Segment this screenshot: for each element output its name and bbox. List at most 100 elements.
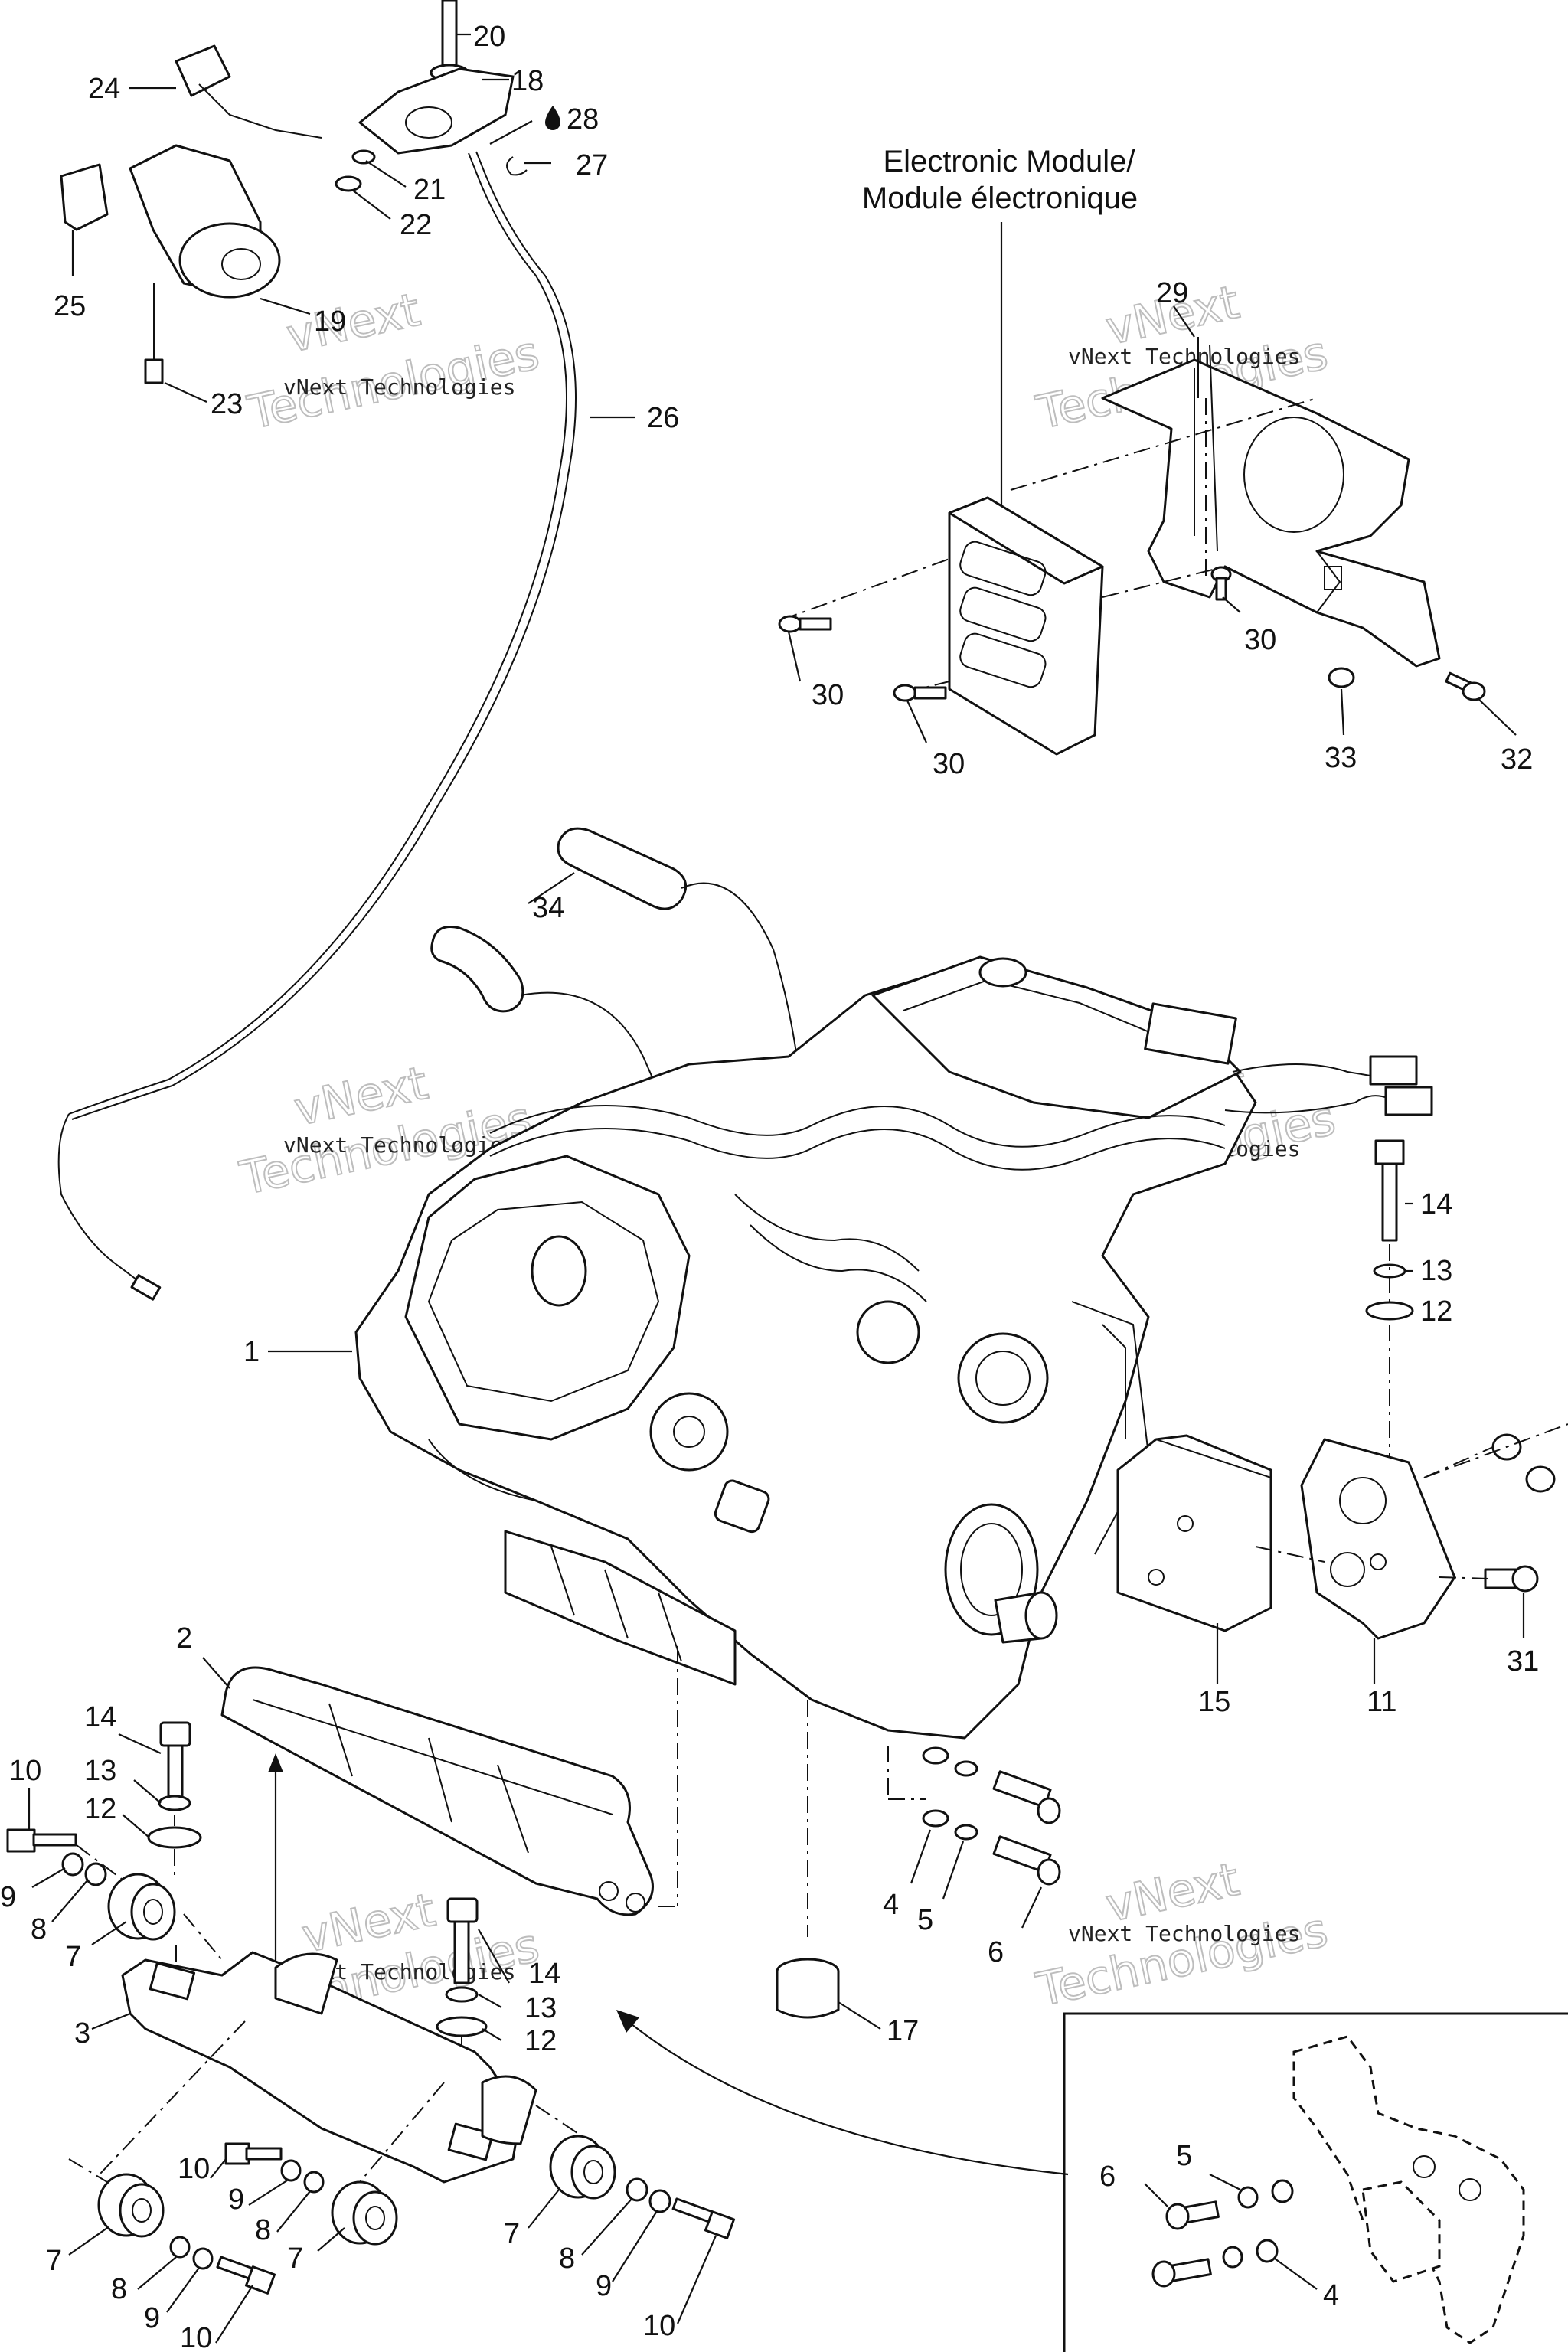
screw-30-right — [1210, 566, 1232, 601]
callout-labels: 20 18 28 27 21 22 24 25 19 23 26 29 30 3… — [0, 21, 1539, 2352]
callout-9-left: 9 — [0, 1881, 16, 1913]
callout-19: 19 — [314, 305, 346, 338]
svg-text:vNext Technologies: vNext Technologies — [283, 374, 515, 400]
washer-4-upper — [922, 1746, 949, 1765]
inset-bolt-lower — [1152, 2258, 1212, 2288]
bushing-7-left — [107, 1873, 176, 1941]
bolt-31 — [1484, 1565, 1539, 1592]
callout-26: 26 — [647, 402, 679, 434]
callout-9-bottom-left: 9 — [144, 2302, 160, 2334]
washer-9-center — [280, 2159, 302, 2182]
callout-10-left: 10 — [9, 1755, 41, 1787]
callout-7-left: 7 — [65, 1941, 81, 1973]
cap-25 — [60, 163, 109, 231]
bolt-14-left — [159, 1721, 191, 1747]
callout-22: 22 — [400, 209, 432, 241]
bumper-17 — [776, 1971, 840, 2019]
mount-plate-3 — [68, 1951, 736, 2295]
watermark-bottom-right: vNext Technologies vNext Technologies — [1031, 1852, 1334, 2018]
right-mount-assembly — [1116, 1139, 1568, 1640]
washer-21 — [351, 149, 376, 165]
callout-4-inset: 4 — [1323, 2279, 1339, 2311]
callout-14-center: 14 — [528, 1958, 560, 1990]
washer-9-left — [61, 1852, 84, 1877]
callout-32: 32 — [1501, 743, 1533, 776]
hose-34-lower — [430, 926, 524, 1013]
svg-text:vNext: vNext — [283, 283, 425, 364]
callout-18: 18 — [511, 65, 544, 97]
callout-14-right: 14 — [1420, 1188, 1452, 1220]
callout-15: 15 — [1198, 1686, 1230, 1718]
callout-8-bottom-left: 8 — [111, 2273, 127, 2305]
inset-detail-box — [616, 2010, 1568, 2352]
screw-30-left-top — [778, 615, 832, 633]
callout-10-right: 10 — [643, 2310, 675, 2342]
bolt-10-center — [224, 2142, 283, 2165]
washer-9-right — [648, 2189, 671, 2213]
callout-30-left-bottom: 30 — [933, 748, 965, 780]
engine-assembly — [354, 827, 1433, 1740]
washer-8-bottom-left — [169, 2236, 191, 2259]
callout-10-center: 10 — [178, 2153, 210, 2185]
lower-engine-fasteners — [776, 1700, 1061, 2019]
nut-33 — [1328, 667, 1355, 688]
bracket-18 — [358, 67, 514, 155]
callout-23: 23 — [211, 388, 243, 420]
callout-33: 33 — [1325, 742, 1357, 774]
bolt-6-lower — [992, 1835, 1061, 1886]
callout-8-right: 8 — [559, 2243, 575, 2275]
callout-30-right: 30 — [1244, 624, 1276, 656]
bolt-14-center — [446, 1897, 479, 1923]
callout-29: 29 — [1156, 277, 1188, 309]
electronic-module-group: Electronic Module/ Module électronique — [778, 145, 1486, 756]
inset-washer-4 — [1222, 2246, 1243, 2269]
callout-1: 1 — [243, 1336, 260, 1368]
washer-8-right — [626, 2177, 648, 2202]
callout-17: 17 — [887, 2015, 919, 2047]
callout-12-center: 12 — [524, 2025, 557, 2057]
bushing-7-center — [331, 2180, 398, 2246]
callout-2: 2 — [176, 1622, 192, 1655]
washer-8-center — [303, 2171, 325, 2194]
screw-23 — [144, 358, 164, 384]
leader-lines — [28, 33, 1525, 2344]
callout-4-engine: 4 — [883, 1889, 899, 1921]
bolt-right-mid — [1525, 1465, 1556, 1493]
module-bracket-29 — [1101, 358, 1441, 668]
washer-9-bottom-left — [192, 2247, 214, 2270]
callout-7-center: 7 — [287, 2243, 303, 2275]
callout-27: 27 — [576, 149, 608, 181]
washer-4-lower — [922, 1809, 949, 1828]
callout-7-right: 7 — [504, 2218, 520, 2250]
callout-31: 31 — [1507, 1645, 1539, 1677]
bushing-7-bottom-left — [97, 2173, 165, 2238]
washer-12-left — [147, 1826, 202, 1849]
callout-24: 24 — [88, 73, 120, 105]
left-mount-hardware — [6, 1721, 488, 2128]
callout-13-center: 13 — [524, 1992, 557, 2024]
bushing-7-right — [549, 2135, 616, 2200]
callout-11: 11 — [1367, 1686, 1396, 1718]
mount-cradle-2 — [220, 1646, 678, 1975]
bolt-10-left — [6, 1828, 77, 1853]
bolt-6-upper — [992, 1770, 1061, 1824]
inset-washer-5 — [1237, 2186, 1259, 2209]
mount-pad-15 — [1116, 1434, 1272, 1632]
bolt-14-right — [1374, 1139, 1405, 1165]
callout-3: 3 — [74, 2017, 90, 2050]
washer-13-right — [1373, 1263, 1406, 1279]
throttle-sensor-assembly — [57, 0, 577, 1301]
connector-24 — [175, 44, 231, 97]
callout-13-left: 13 — [84, 1755, 116, 1787]
washer-13-left — [158, 1795, 191, 1811]
callout-30-left-top: 30 — [812, 679, 844, 711]
washer-13-center — [445, 1986, 479, 2003]
washer-12-right — [1365, 1301, 1414, 1321]
callout-12-right: 12 — [1420, 1295, 1452, 1328]
mount-bracket-11 — [1300, 1438, 1456, 1640]
title-line-1: Electronic Module/ — [883, 145, 1135, 178]
bolt-10-bottom-left — [216, 2256, 276, 2295]
callout-34: 34 — [532, 892, 564, 924]
callout-6-inset: 6 — [1099, 2161, 1116, 2193]
